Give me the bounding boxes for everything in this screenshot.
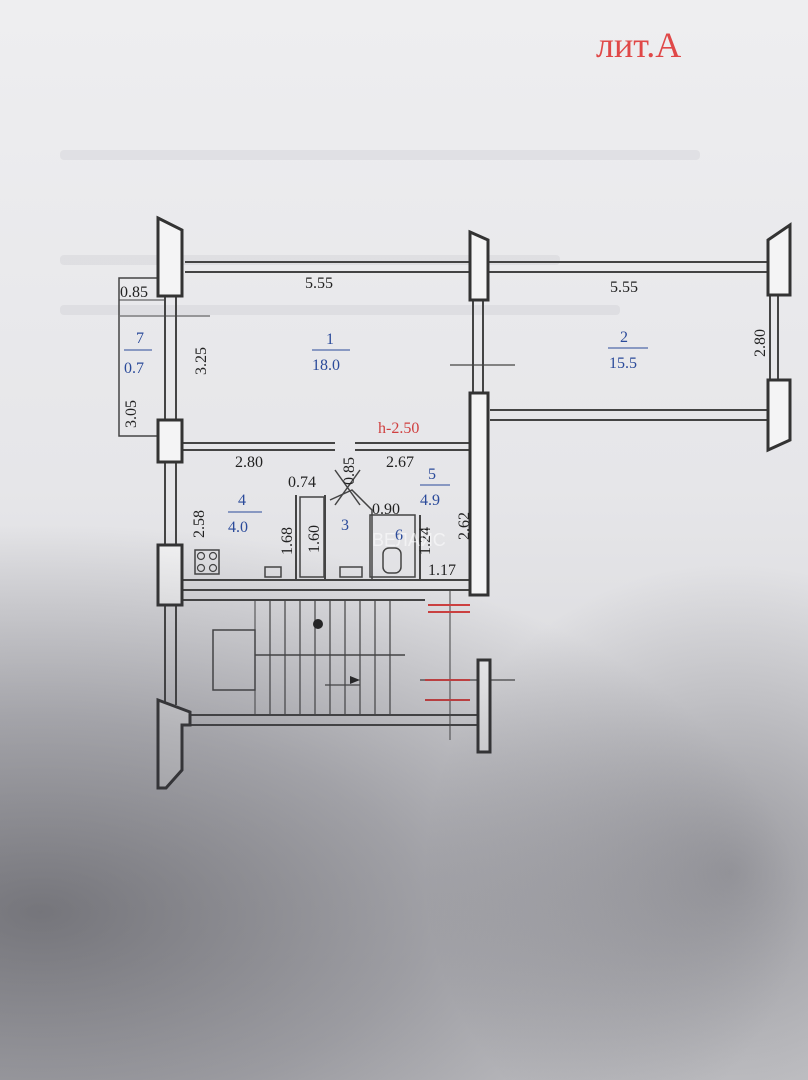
bath-depth-label: 1.68 (279, 527, 296, 555)
room5-area: 4.9 (420, 492, 440, 509)
bath-width-label: 0.74 (288, 474, 316, 491)
room7-number: 7 (136, 330, 144, 347)
entry-width-label: 1.17 (428, 562, 456, 579)
litera-label: лит.А (596, 25, 682, 65)
room5-width-label: 2.67 (386, 454, 414, 471)
room1-width-label: 5.55 (305, 275, 333, 292)
room7-depth-label: 3.05 (123, 400, 140, 428)
room1-number: 1 (326, 331, 334, 348)
room5-depth-label: 2.62 (456, 512, 473, 540)
corridor-depth-label: 0.85 (341, 457, 358, 485)
room2-area: 15.5 (609, 355, 637, 372)
room2-number: 2 (620, 329, 628, 346)
room2-width-label: 5.55 (610, 279, 638, 296)
watermark-text: ВЕЛАЙС (372, 529, 446, 550)
room4-area: 4.0 (228, 519, 248, 536)
bath-inner-label: 1.60 (306, 525, 323, 553)
room7-area: 0.7 (124, 360, 144, 377)
faint-text-row (60, 150, 700, 160)
faint-text-row (60, 255, 560, 265)
room4-width-label: 2.80 (235, 454, 263, 471)
room1-depth-label: 3.25 (193, 347, 210, 375)
ceiling-height-label: h-2.50 (378, 420, 419, 437)
room5-number: 5 (428, 466, 436, 483)
faint-text-row (60, 305, 620, 315)
room2-depth-label: 2.80 (752, 329, 769, 357)
room1-area: 18.0 (312, 357, 340, 374)
room4-number: 4 (238, 492, 246, 509)
room4-depth-label: 2.58 (191, 510, 208, 538)
room7-width-label: 0.85 (120, 284, 148, 301)
room3-number: 3 (341, 517, 349, 534)
wc-width-label: 0.90 (372, 501, 400, 518)
